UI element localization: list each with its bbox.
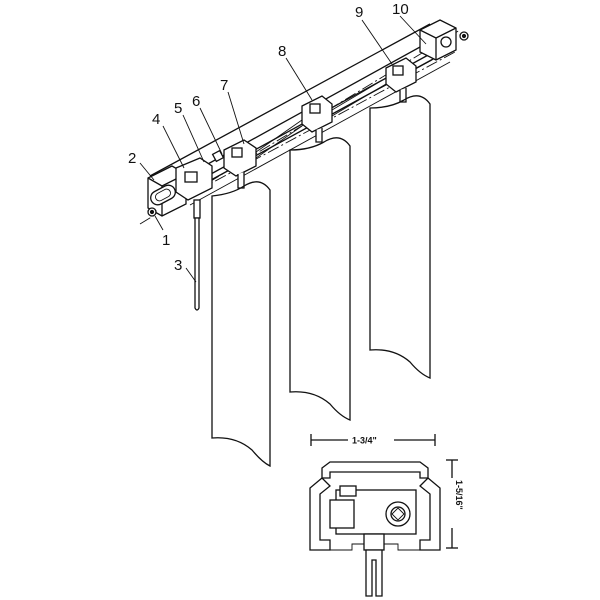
callout-5: 5 xyxy=(174,100,182,117)
carrier-2 xyxy=(301,95,333,143)
right-end-cap xyxy=(419,19,457,61)
callout-10: 10 xyxy=(392,1,409,18)
left-end-cap xyxy=(147,157,213,217)
callout-6: 6 xyxy=(192,93,200,110)
width-dimension-label: 1-3/4" xyxy=(352,436,377,446)
callout-3: 3 xyxy=(174,257,182,274)
right-screw xyxy=(459,31,469,41)
callout-4: 4 xyxy=(152,111,160,128)
vane-1 xyxy=(211,181,271,468)
end-cap-screw xyxy=(147,207,157,217)
callout-7: 7 xyxy=(220,77,228,94)
callout-1: 1 xyxy=(162,232,170,249)
callout-8: 8 xyxy=(278,43,286,60)
carrier-3 xyxy=(385,57,417,103)
callout-9: 9 xyxy=(355,4,363,21)
carrier-1 xyxy=(223,139,257,189)
rail-cross-section: 1-3/4" 1-5/16" xyxy=(309,434,464,597)
spacer-links xyxy=(211,77,387,163)
vane-3 xyxy=(369,95,431,379)
tilt-wand xyxy=(193,199,201,311)
callout-2: 2 xyxy=(128,150,136,167)
leader-lines xyxy=(139,15,427,283)
height-dimension-label: 1-5/16" xyxy=(454,480,464,510)
vane-2 xyxy=(289,137,351,421)
